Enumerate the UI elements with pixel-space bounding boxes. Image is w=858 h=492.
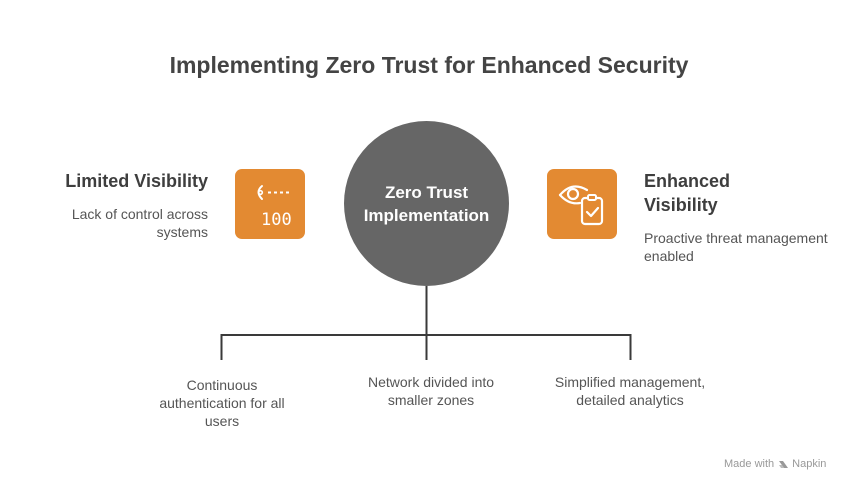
left-heading: Limited Visibility (65, 171, 208, 191)
branch-label-authentication: Continuous authentication for all users (159, 377, 285, 429)
left-icon-tile: 100 (235, 169, 305, 239)
page-title: Implementing Zero Trust for Enhanced Sec… (169, 52, 689, 78)
center-label: Zero Trust Implementation (357, 181, 497, 227)
napkin-logo-icon (779, 460, 789, 468)
branch-label-management: Simplified management, detailed analytic… (554, 374, 706, 408)
right-heading-line1: Enhanced (644, 171, 731, 191)
right-heading-line2: Visibility (644, 195, 718, 215)
eye-code-icon: 100 (257, 185, 292, 230)
footer-attribution[interactable]: Made with Napkin (724, 458, 826, 470)
branch-label-segmentation: Network divided into smaller zones (367, 374, 495, 408)
center-circle: Zero Trust Implementation (344, 121, 509, 286)
left-description: Lack of control across systems (71, 206, 208, 240)
eye-clipboard-check-icon (558, 185, 604, 226)
eye-code-icon-text: 100 (261, 210, 292, 230)
footer-made-with: Made with (724, 458, 775, 470)
right-description: Proactive threat management enabled (644, 230, 828, 264)
right-icon-tile (547, 169, 617, 239)
center-label-line2: Implementation (363, 205, 490, 225)
center-label-line1: Zero Trust (384, 182, 469, 202)
right-heading: Enhanced Visibility (644, 169, 834, 217)
footer-brand: Napkin (792, 458, 827, 470)
